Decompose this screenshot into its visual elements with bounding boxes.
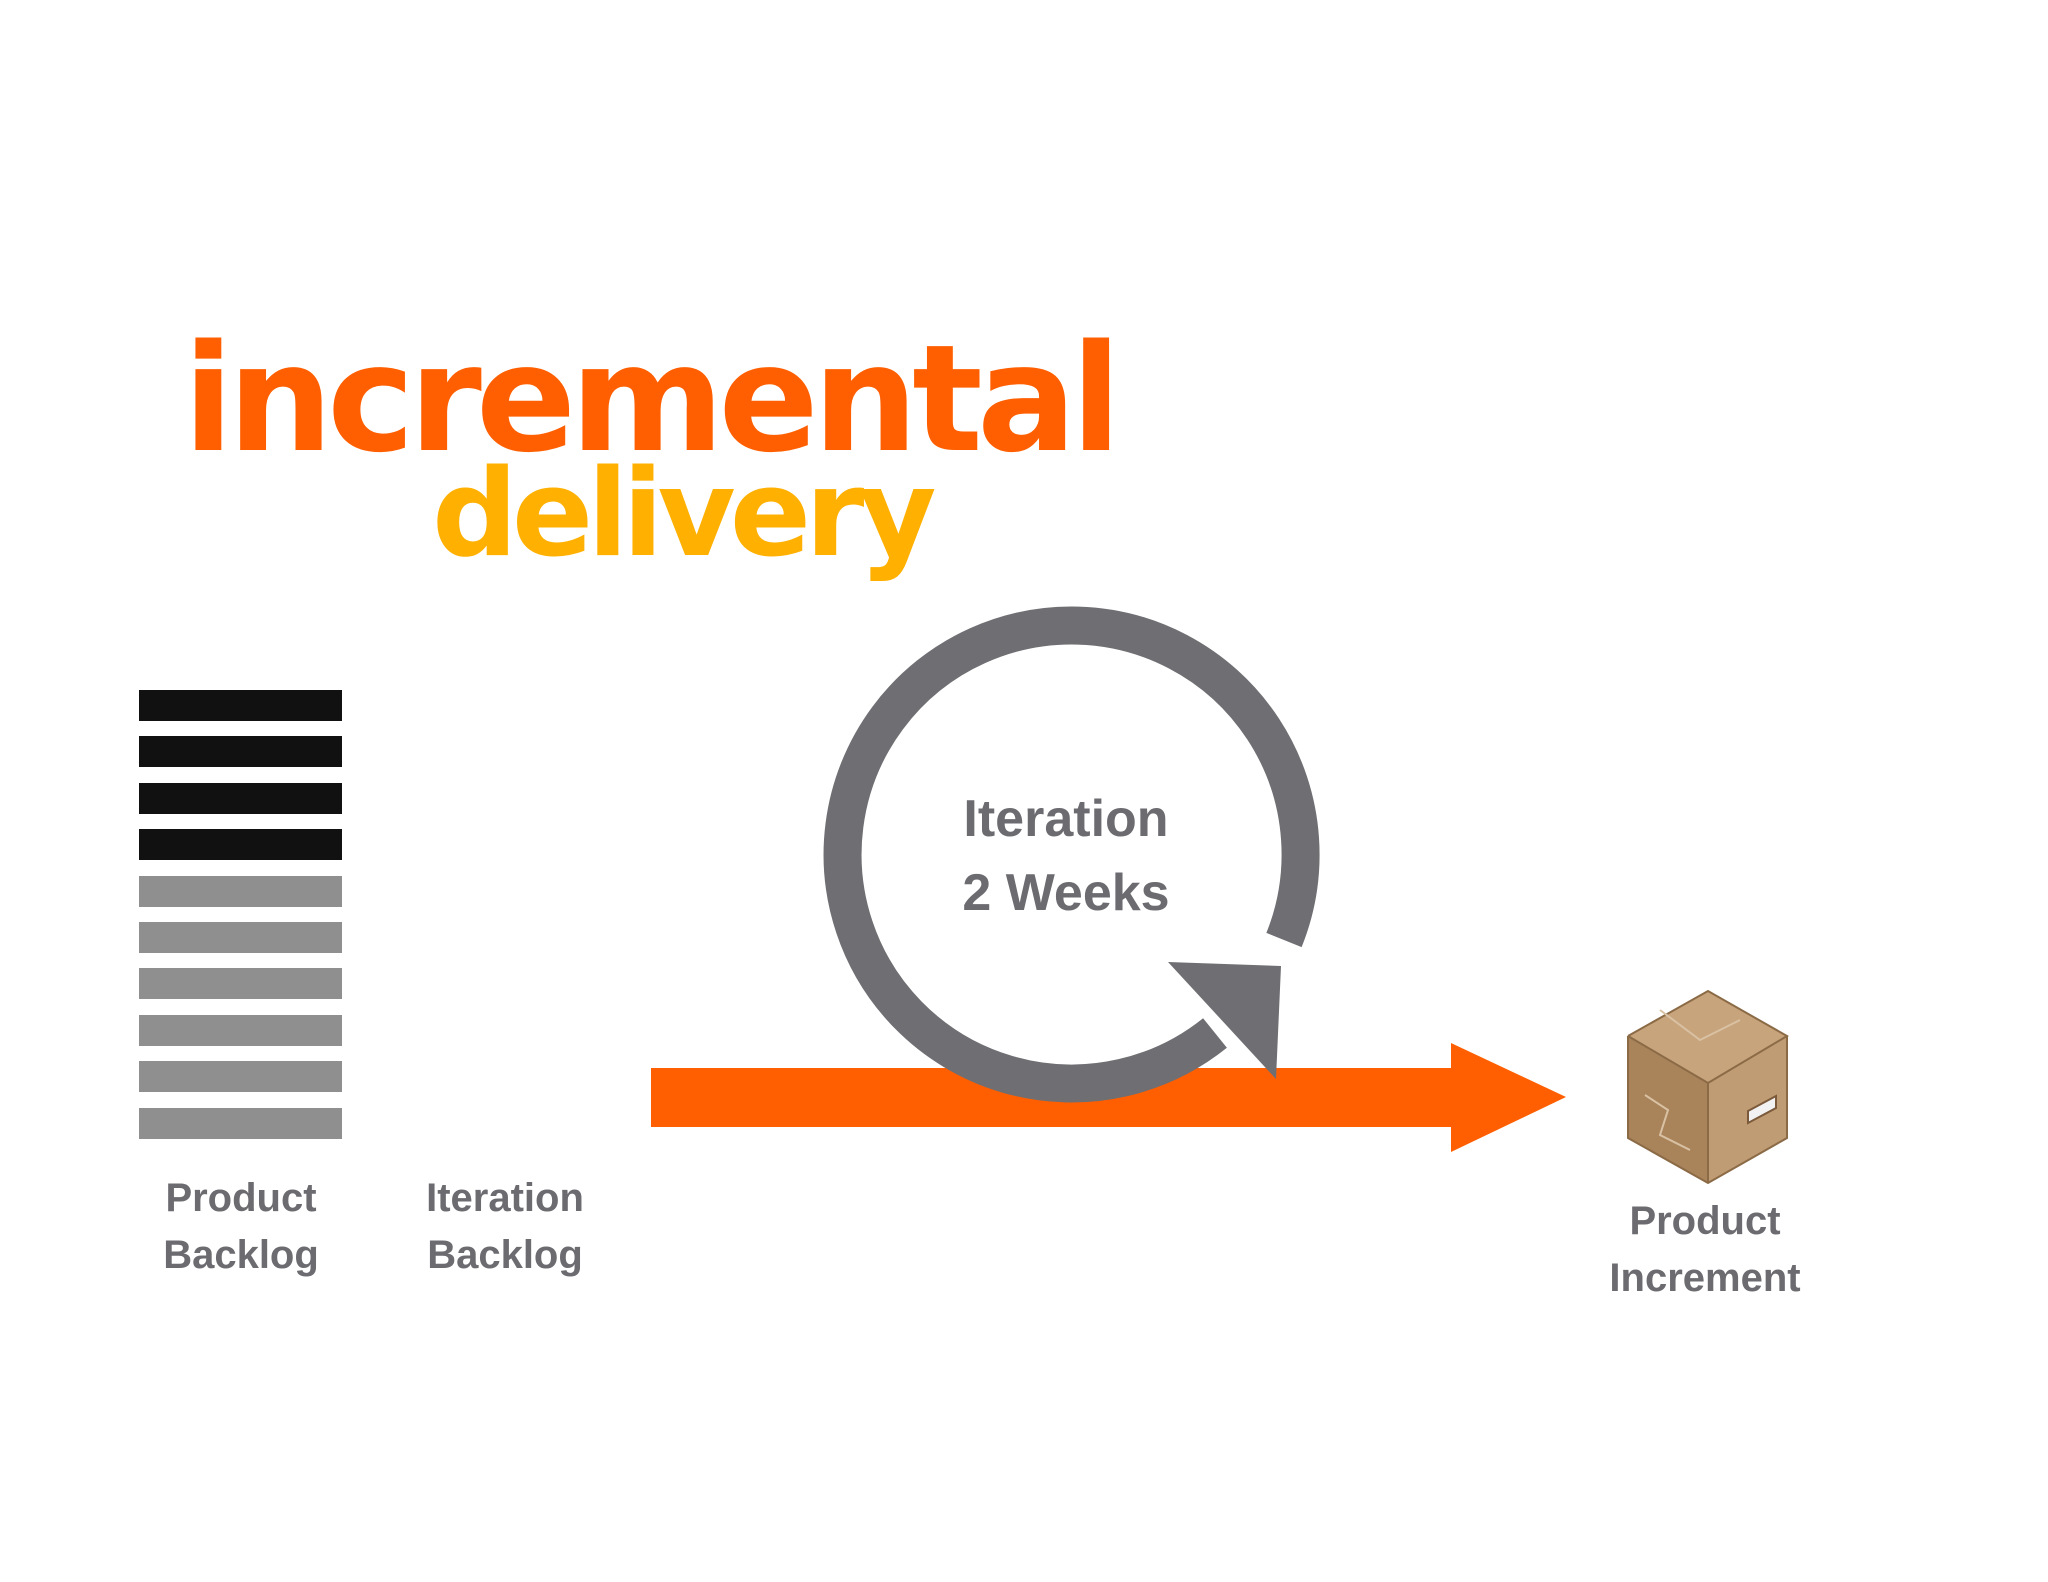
iteration-center-label: Iteration 2 Weeks	[906, 782, 1226, 930]
iteration-backlog-label: Iteration Backlog	[395, 1170, 615, 1284]
product-backlog-label: Product Backlog	[130, 1170, 352, 1284]
title-incremental: incremental	[183, 313, 1121, 485]
backlog-item-light	[139, 922, 342, 953]
backlog-item-light	[139, 1061, 342, 1093]
product-increment-line2: Increment	[1609, 1256, 1801, 1300]
backlog-item-dark	[139, 829, 342, 861]
product-increment-line1: Product	[1629, 1199, 1781, 1243]
backlog-item-light	[139, 1107, 342, 1139]
backlog-item-light	[139, 875, 342, 907]
title-delivery: delivery	[432, 445, 937, 584]
backlog-item-dark	[139, 782, 342, 814]
iteration-backlog-line1: Iteration	[426, 1176, 584, 1220]
iteration-backlog-line2: Backlog	[427, 1233, 583, 1277]
backlog-item-dark	[139, 690, 342, 721]
circular-arrow-icon	[823, 606, 1320, 1103]
product-increment-label: Product Increment	[1570, 1193, 1840, 1307]
iteration-center-line1: Iteration	[963, 790, 1169, 848]
cardboard-box-icon	[1627, 989, 1789, 1185]
product-backlog-line2: Backlog	[163, 1233, 319, 1277]
product-backlog-line1: Product	[165, 1176, 317, 1220]
backlog-item-light	[139, 1014, 342, 1046]
iteration-center-line2: 2 Weeks	[962, 864, 1170, 922]
backlog-item-light	[139, 968, 342, 1000]
backlog-item-dark	[139, 736, 342, 768]
